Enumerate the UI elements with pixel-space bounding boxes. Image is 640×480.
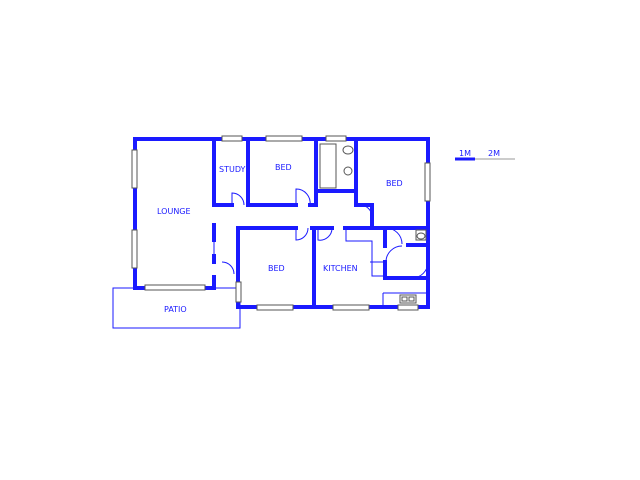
room-label-bed-1: BED (275, 163, 292, 172)
interior-walls (212, 137, 430, 309)
basin (342, 145, 354, 155)
scale-bar: 1M 2M (455, 149, 515, 161)
scale-label-2m: 2M (488, 149, 500, 158)
room-label-bed-3: BED (268, 264, 285, 273)
room-label-bed-2: BED (386, 179, 403, 188)
bathtub (319, 143, 337, 189)
scale-label-1m: 1M (459, 149, 471, 158)
kitchen-counters (345, 228, 428, 305)
room-label-patio: PATIO (164, 305, 187, 314)
room-label-study: STUDY (219, 165, 246, 174)
room-label-kitchen: KITCHEN (323, 264, 358, 273)
room-label-lounge: LOUNGE (157, 207, 191, 216)
bathroom-fixtures (319, 143, 427, 304)
windows (131, 135, 431, 311)
shower-drain (343, 166, 353, 176)
kitchen-sink (399, 294, 417, 304)
doors (213, 188, 429, 279)
